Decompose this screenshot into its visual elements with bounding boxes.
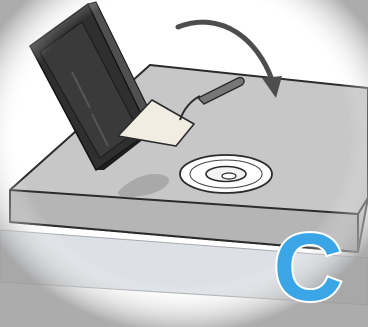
step-label: C [273,214,342,321]
